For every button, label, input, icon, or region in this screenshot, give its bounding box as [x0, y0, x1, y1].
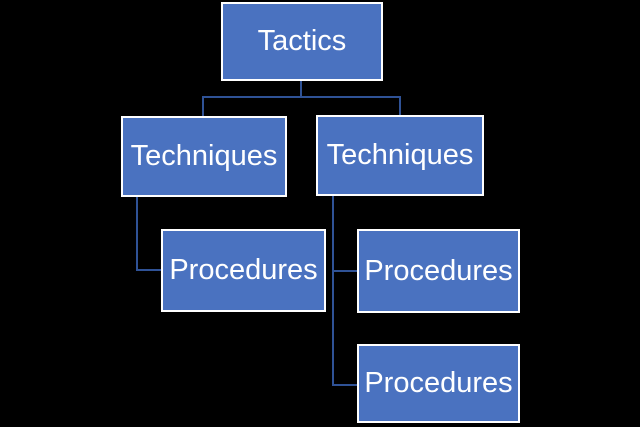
node-procedures-left-label: Procedures: [169, 254, 318, 286]
node-techniques-left: Techniques: [121, 116, 287, 197]
node-techniques-left-label: Techniques: [130, 140, 278, 172]
node-tactics: Tactics: [221, 2, 383, 81]
connector-procedures-right-2-stub: [332, 384, 357, 386]
node-techniques-right-label: Techniques: [326, 139, 474, 171]
node-procedures-right-2-label: Procedures: [364, 367, 513, 399]
node-procedures-left: Procedures: [161, 229, 326, 312]
connector-procedures-left-stub: [136, 269, 161, 271]
connector-right-drop: [399, 96, 401, 115]
connector-procedures-right-1-stub: [332, 270, 357, 272]
connector-left-drop: [202, 96, 204, 116]
node-procedures-right-2: Procedures: [357, 344, 520, 423]
connector-techniques-left-down: [136, 197, 138, 271]
node-techniques-right: Techniques: [316, 115, 484, 196]
connector-main-rail: [202, 96, 401, 98]
connector-tactics-stem: [300, 81, 302, 98]
node-tactics-label: Tactics: [257, 25, 347, 57]
connector-techniques-right-down: [332, 196, 334, 386]
node-procedures-right-1: Procedures: [357, 229, 520, 313]
node-procedures-right-1-label: Procedures: [364, 254, 513, 287]
